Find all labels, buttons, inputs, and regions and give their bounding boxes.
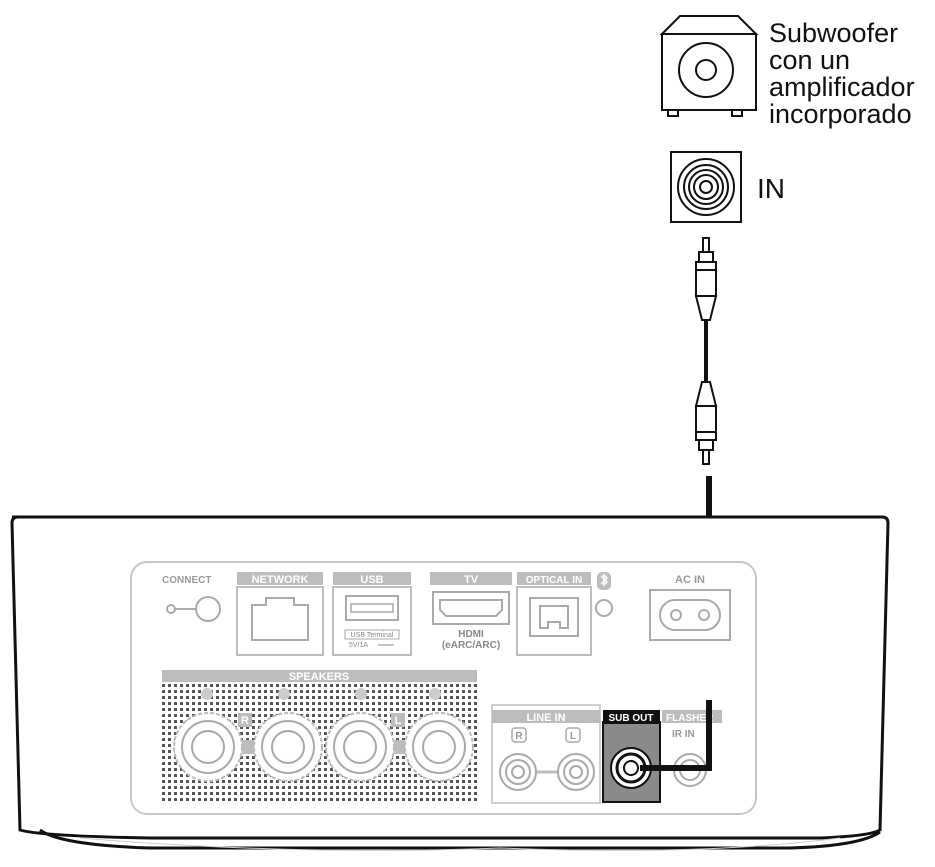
line-in-r-label: R <box>515 731 523 742</box>
usb-power-label: 5V/1A <box>349 642 368 649</box>
ac-inlet-icon <box>649 589 731 641</box>
ac-in-label: AC IN <box>675 574 705 586</box>
line-in-l-jack-icon <box>557 753 595 791</box>
sub-out-jack-icon <box>610 747 652 789</box>
network-port-icon <box>251 597 309 641</box>
line-in-l-label: L <box>570 731 576 742</box>
usb-port-icon <box>345 595 399 621</box>
speakers-label: SPEAKERS <box>289 671 350 683</box>
speaker-terminal-l-plus-icon <box>325 712 395 782</box>
line-in-label: LINE IN <box>526 712 565 724</box>
rca-cable-to-sub-out <box>640 700 712 771</box>
subwoofer-in-label: IN <box>757 173 785 204</box>
subwoofer-caption-line: con un <box>769 45 851 75</box>
hdmi-earc-label: (eARC/ARC) <box>442 640 500 651</box>
speaker-terminal-l-minus-icon <box>404 712 474 782</box>
usb-terminal-label: USB Terminal <box>351 632 394 639</box>
connect-button-icon <box>166 596 221 622</box>
hdmi-port-icon <box>432 591 510 625</box>
flasher-label: FLASHER <box>666 713 714 724</box>
speaker-r-label: R <box>241 715 249 727</box>
network-label: NETWORK <box>252 574 309 586</box>
speaker-terminal-r-plus-icon <box>173 712 243 782</box>
subwoofer-icon <box>659 15 759 117</box>
bluetooth-icon <box>595 572 613 617</box>
sub-out-label: SUB OUT <box>609 713 654 724</box>
usb-label: USB <box>360 574 383 586</box>
hdmi-label: HDMI <box>458 629 484 640</box>
subwoofer-in-jack-icon <box>670 151 742 223</box>
subwoofer-caption-line: incorporado <box>769 99 912 129</box>
speaker-indicator-dots <box>201 688 441 700</box>
tv-label: TV <box>464 574 479 586</box>
optical-port-icon <box>529 597 579 637</box>
speaker-terminal-r-minus-icon <box>253 712 323 782</box>
subwoofer-caption-line: Subwoofer <box>769 18 899 48</box>
speaker-l-label: L <box>395 715 402 727</box>
line-in-r-jack-icon <box>499 753 537 791</box>
ir-in-label: IR IN <box>672 729 695 740</box>
subwoofer-caption-line: amplificador <box>769 72 915 102</box>
subwoofer-caption: Subwoofer con un amplificador incorporad… <box>769 20 915 128</box>
optical-in-label: OPTICAL IN <box>526 575 582 586</box>
connect-label: CONNECT <box>162 575 211 586</box>
